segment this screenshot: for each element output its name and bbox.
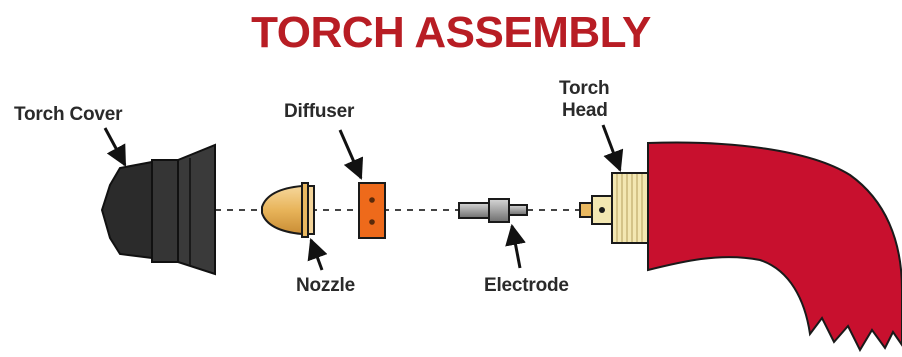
torch-cover-arrow (103, 127, 127, 167)
diffuser-arrow (338, 129, 364, 180)
diagram-title: TORCH ASSEMBLY (251, 8, 651, 57)
diffuser-label: Diffuser (284, 101, 355, 122)
torch-cover (100, 143, 216, 276)
nozzle-arrow (307, 238, 328, 271)
electrode-label: Electrode (484, 275, 569, 296)
torch-body (647, 141, 902, 353)
nozzle-label: Nozzle (296, 275, 355, 296)
torch-head (579, 172, 649, 244)
electrode-arrow (505, 223, 526, 269)
torch-head-label-line1: Torch (559, 78, 610, 99)
torch-head-label-line2: Head (562, 100, 608, 121)
electrode (458, 198, 528, 223)
nozzle (261, 182, 315, 238)
torch-cover-label: Torch Cover (14, 104, 123, 125)
torch-head-arrow (601, 124, 624, 172)
diffuser (358, 182, 386, 239)
